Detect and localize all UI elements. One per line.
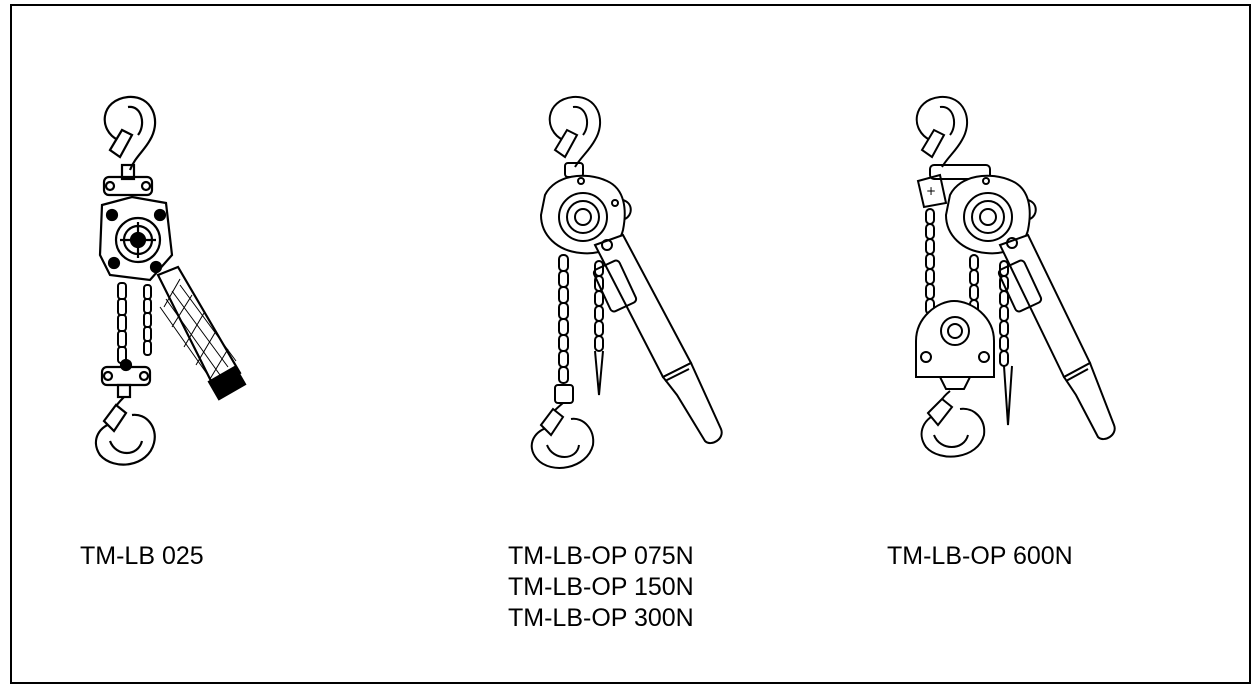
lever-hoist-double-fall-icon: + bbox=[915, 95, 1116, 458]
caption-lb025: TM-LB 025 bbox=[80, 541, 204, 572]
lever-hoist-compact-icon bbox=[94, 95, 247, 466]
hoist-figure-lb025 bbox=[80, 95, 260, 475]
caption-line: TM-LB 025 bbox=[80, 542, 204, 570]
hoist-figure-op600n: + bbox=[900, 95, 1130, 475]
caption-op600n: TM-LB-OP 600N bbox=[887, 541, 1073, 572]
lever-hoist-icon bbox=[530, 95, 723, 469]
caption-line: TM-LB-OP 300N bbox=[508, 604, 694, 632]
svg-text:+: + bbox=[926, 184, 936, 198]
caption-op-series: TM-LB-OP 075N TM-LB-OP 150N TM-LB-OP 300… bbox=[508, 541, 694, 634]
caption-line: TM-LB-OP 075N bbox=[508, 542, 694, 570]
hoist-figure-op-series bbox=[515, 95, 745, 475]
caption-line: TM-LB-OP 150N bbox=[508, 573, 694, 601]
caption-line: TM-LB-OP 600N bbox=[887, 542, 1073, 570]
